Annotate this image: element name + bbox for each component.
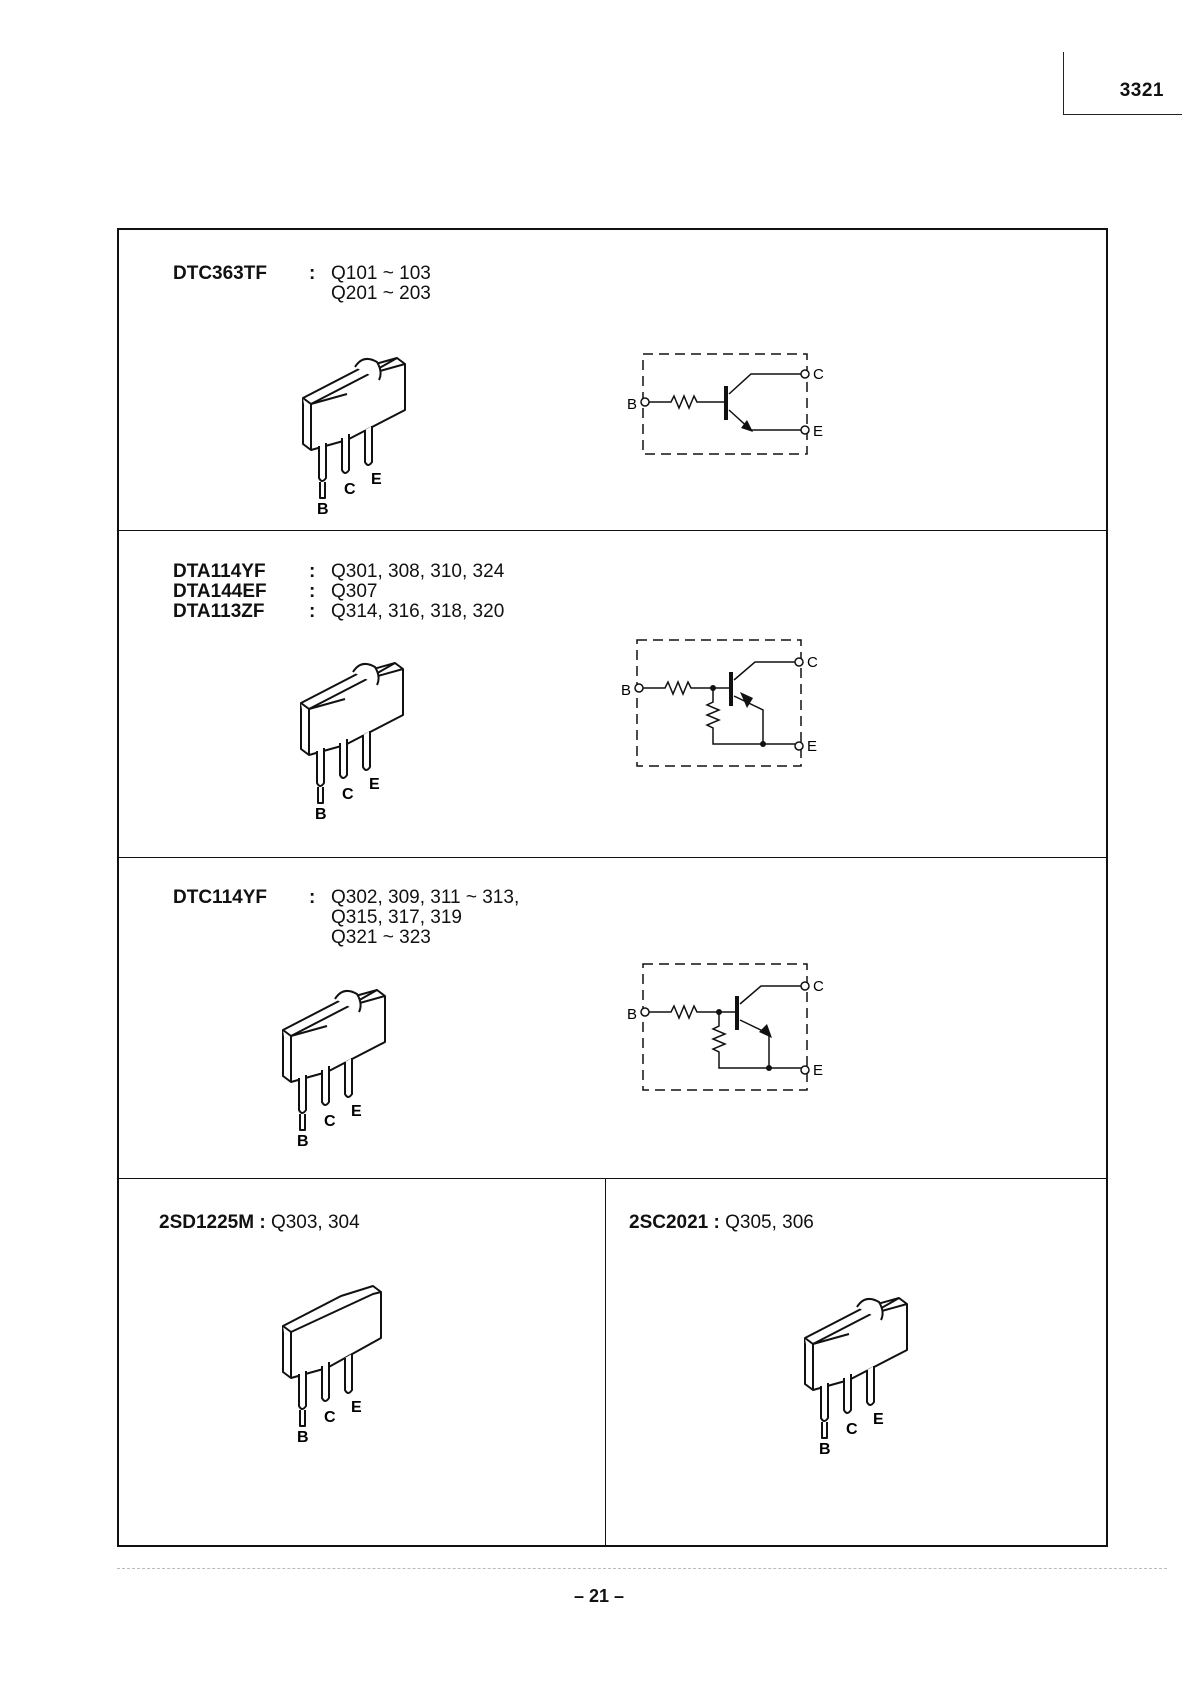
part-number: DTA144EF — [173, 582, 309, 602]
pin-label-c: C — [324, 1113, 336, 1130]
schematic-label-c: C — [813, 978, 824, 995]
pin-label-c: C — [344, 481, 356, 498]
reference-list: Q101 ~ 103 — [331, 264, 431, 284]
reference-list: Q307 — [331, 582, 377, 602]
transistor-schematic: B C E — [619, 958, 839, 1098]
transistor-package-drawing: B C E — [287, 655, 457, 825]
pin-label-c: C — [324, 1409, 336, 1426]
pin-label-b: B — [819, 1441, 831, 1458]
component-table: DTC363TF : Q101 ~ 103 Q201 ~ 203 B C E — [117, 228, 1108, 1547]
reference-list: Q301, 308, 310, 324 — [331, 562, 504, 582]
pin-label-e: E — [371, 471, 382, 488]
pin-label-b: B — [297, 1133, 309, 1150]
part-number: 2SC2021 — [629, 1212, 708, 1233]
transistor-schematic: B C E — [613, 634, 833, 774]
transistor-package-drawing: B C E — [269, 1278, 439, 1448]
reference-list: Q321 ~ 323 — [173, 928, 519, 948]
pin-label-b: B — [317, 501, 329, 518]
transistor-package-drawing: B C E — [269, 982, 439, 1152]
section-divider — [119, 857, 1106, 858]
schematic-label-e: E — [813, 423, 823, 440]
transistor-package-drawing: B C E — [289, 350, 459, 520]
bottom-left-entry: 2SD1225M : Q303, 304 — [159, 1212, 360, 1234]
reference-list: Q315, 317, 319 — [173, 908, 519, 928]
pin-label-e: E — [369, 776, 380, 793]
doc-number: 3321 — [1120, 80, 1164, 102]
reference-list: Q305, 306 — [725, 1212, 814, 1233]
footer-divider — [117, 1568, 1167, 1569]
reference-list: Q303, 304 — [271, 1212, 360, 1233]
schematic-label-b: B — [627, 396, 637, 413]
pin-label-e: E — [351, 1103, 362, 1120]
pin-label-e: E — [873, 1411, 884, 1428]
schematic-label-b: B — [621, 682, 631, 699]
schematic-label-e: E — [807, 738, 817, 755]
section-1-entries: DTC363TF : Q101 ~ 103 Q201 ~ 203 — [173, 264, 431, 304]
part-number: 2SD1225M — [159, 1212, 254, 1233]
page-number: – 21 – — [0, 1586, 1198, 1607]
pin-label-b: B — [297, 1429, 309, 1446]
part-number: DTC363TF — [173, 264, 309, 284]
pin-label-c: C — [342, 786, 354, 803]
reference-list: Q201 ~ 203 — [173, 284, 431, 304]
column-divider — [605, 1178, 606, 1547]
schematic-label-c: C — [807, 654, 818, 671]
reference-list: Q314, 316, 318, 320 — [331, 602, 504, 622]
reference-list: Q302, 309, 311 ~ 313, — [331, 888, 519, 908]
section-2-entries: DTA114YF : Q301, 308, 310, 324 DTA144EF … — [173, 562, 504, 622]
transistor-schematic: B C E — [619, 348, 839, 458]
section-divider — [119, 1178, 1106, 1179]
transistor-package-drawing: B C E — [791, 1290, 961, 1460]
schematic-label-e: E — [813, 1062, 823, 1079]
part-number: DTA114YF — [173, 562, 309, 582]
bottom-right-entry: 2SC2021 : Q305, 306 — [629, 1212, 814, 1234]
section-divider — [119, 530, 1106, 531]
part-number: DTA113ZF — [173, 602, 309, 622]
part-number: DTC114YF — [173, 888, 309, 908]
pin-label-c: C — [846, 1421, 858, 1438]
pin-label-b: B — [315, 806, 327, 823]
pin-label-e: E — [351, 1399, 362, 1416]
schematic-label-b: B — [627, 1006, 637, 1023]
schematic-label-c: C — [813, 366, 824, 383]
doc-number-box: 3321 — [1063, 52, 1182, 115]
section-3-entries: DTC114YF : Q302, 309, 311 ~ 313, Q315, 3… — [173, 888, 519, 948]
